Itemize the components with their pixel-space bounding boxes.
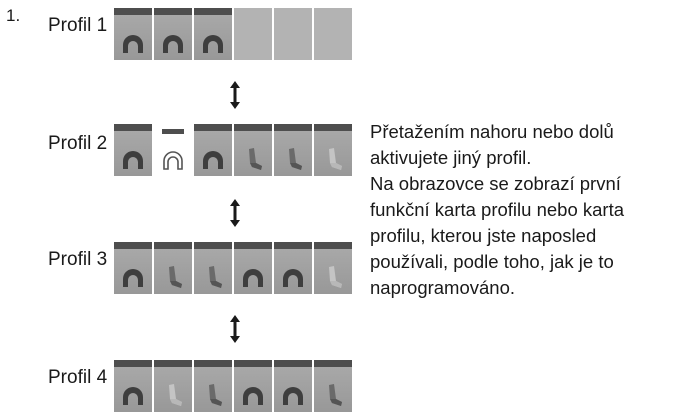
profile-card[interactable]: [154, 124, 192, 176]
arch-icon: [163, 35, 183, 53]
profile-4-card-strip[interactable]: [114, 360, 354, 412]
arch-icon: [123, 151, 143, 169]
instruction-paragraph-1: Přetažením nahoru nebo dolů aktivujete j…: [370, 121, 614, 168]
profile-1-label: Profil 1: [48, 15, 108, 36]
arch-icon: [243, 387, 263, 405]
up-down-arrow-icon: [230, 199, 240, 227]
profile-card[interactable]: [194, 124, 232, 176]
profile-card[interactable]: [114, 124, 152, 176]
profile-2-label: Profil 2: [48, 133, 108, 154]
profile-card[interactable]: [314, 124, 352, 176]
instruction-text: Přetažením nahoru nebo dolů aktivujete j…: [370, 119, 675, 301]
empty-card-slot: [274, 8, 312, 60]
instruction-paragraph-2: Na obrazovce se zobrazí první funkční ka…: [370, 173, 625, 298]
seat-icon: [209, 266, 222, 288]
arch-icon: [163, 151, 183, 170]
profile-card[interactable]: [274, 124, 312, 176]
arch-icon: [283, 387, 303, 405]
profile-card[interactable]: [314, 360, 352, 412]
profile-card[interactable]: [114, 360, 152, 412]
seat-icon: [329, 266, 342, 288]
profile-4-label: Profil 4: [48, 367, 108, 388]
arch-icon: [243, 269, 263, 287]
profile-3-card-strip[interactable]: [114, 242, 354, 294]
profile-card[interactable]: [154, 360, 192, 412]
profile-card[interactable]: [234, 360, 272, 412]
arch-icon: [203, 151, 223, 169]
up-down-arrow-icon: [230, 81, 240, 109]
arch-icon: [123, 387, 143, 405]
seat-icon: [329, 148, 342, 170]
profile-card[interactable]: [274, 360, 312, 412]
seat-icon: [329, 384, 342, 406]
empty-card-slot: [234, 8, 272, 60]
profile-card[interactable]: [234, 242, 272, 294]
arch-icon: [283, 269, 303, 287]
profile-card[interactable]: [154, 8, 192, 60]
profile-card[interactable]: [194, 8, 232, 60]
profile-card[interactable]: [194, 360, 232, 412]
seat-icon: [209, 384, 222, 406]
profile-1-card-strip[interactable]: [114, 8, 354, 60]
profile-card[interactable]: [314, 242, 352, 294]
profile-card[interactable]: [154, 242, 192, 294]
empty-card-slot: [314, 8, 352, 60]
profile-card[interactable]: [194, 242, 232, 294]
seat-icon: [289, 148, 302, 170]
profile-card[interactable]: [274, 242, 312, 294]
up-down-arrow-icon: [230, 315, 240, 343]
seat-icon: [169, 266, 182, 288]
seat-icon: [169, 384, 182, 406]
arch-icon: [203, 35, 223, 53]
step-number: 1.: [6, 6, 21, 25]
profile-card[interactable]: [114, 242, 152, 294]
arch-icon: [123, 269, 143, 287]
profile-3-label: Profil 3: [48, 249, 108, 270]
profile-card[interactable]: [114, 8, 152, 60]
profile-2-card-strip[interactable]: [114, 124, 354, 176]
seat-icon: [249, 148, 262, 170]
profile-card[interactable]: [234, 124, 272, 176]
arch-icon: [123, 35, 143, 53]
